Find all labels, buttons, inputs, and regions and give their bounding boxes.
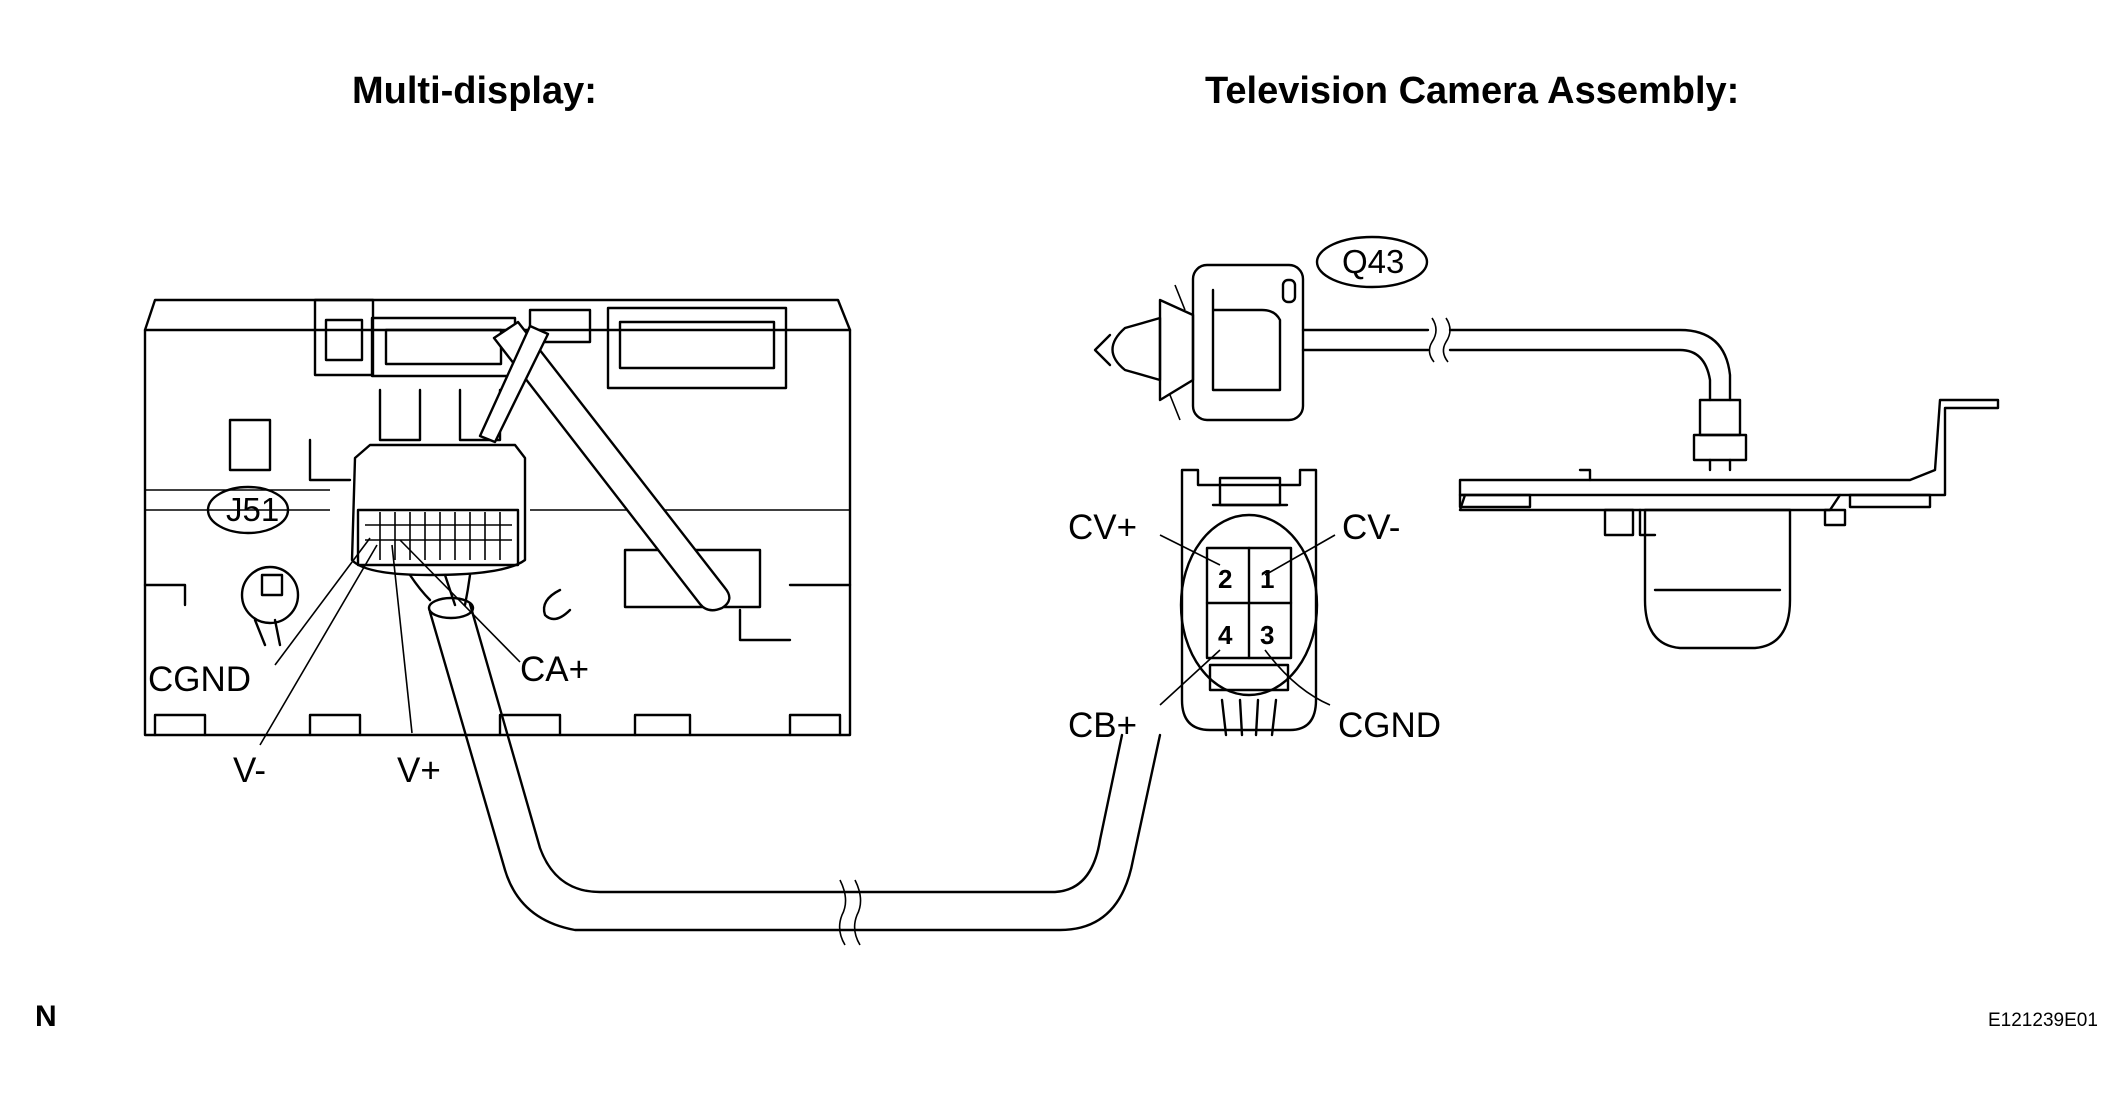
cb-plus-label: CB+ [1068, 706, 1138, 745]
j51-label: J51 [226, 491, 280, 528]
leader-lines [259, 534, 1336, 746]
cv-plus-label: CV+ [1068, 508, 1138, 547]
j51-pin-grid [365, 512, 512, 560]
cv-minus-label: CV- [1342, 508, 1401, 547]
ca-plus-label: CA+ [520, 650, 590, 689]
multi-display-heading: Multi-display: [352, 70, 597, 112]
multi-display-unit [143, 298, 852, 737]
camera-pin-3: 3 [1260, 620, 1275, 650]
v-plus-label: V+ [397, 751, 441, 790]
figure-id: E121239E01 [1988, 1010, 2098, 1031]
camera-pin-1: 1 [1260, 564, 1275, 594]
corner-mark: N [35, 1000, 57, 1033]
harness-cable [427, 596, 1162, 946]
camera-assembly-heading: Television Camera Assembly: [1205, 70, 1740, 112]
q43-label-oval [1315, 235, 1429, 289]
camera-pin-4: 4 [1218, 620, 1233, 650]
cgnd-label-multi-display: CGND [148, 660, 252, 699]
camera-pin-2: 2 [1218, 564, 1233, 594]
camera-connector-face [1179, 468, 1319, 737]
v-minus-label: V- [233, 751, 267, 790]
cgnd-label-camera: CGND [1338, 706, 1442, 745]
j51-label-oval [206, 485, 290, 535]
q43-label: Q43 [1342, 243, 1405, 280]
camera-assembly [1093, 263, 2000, 650]
